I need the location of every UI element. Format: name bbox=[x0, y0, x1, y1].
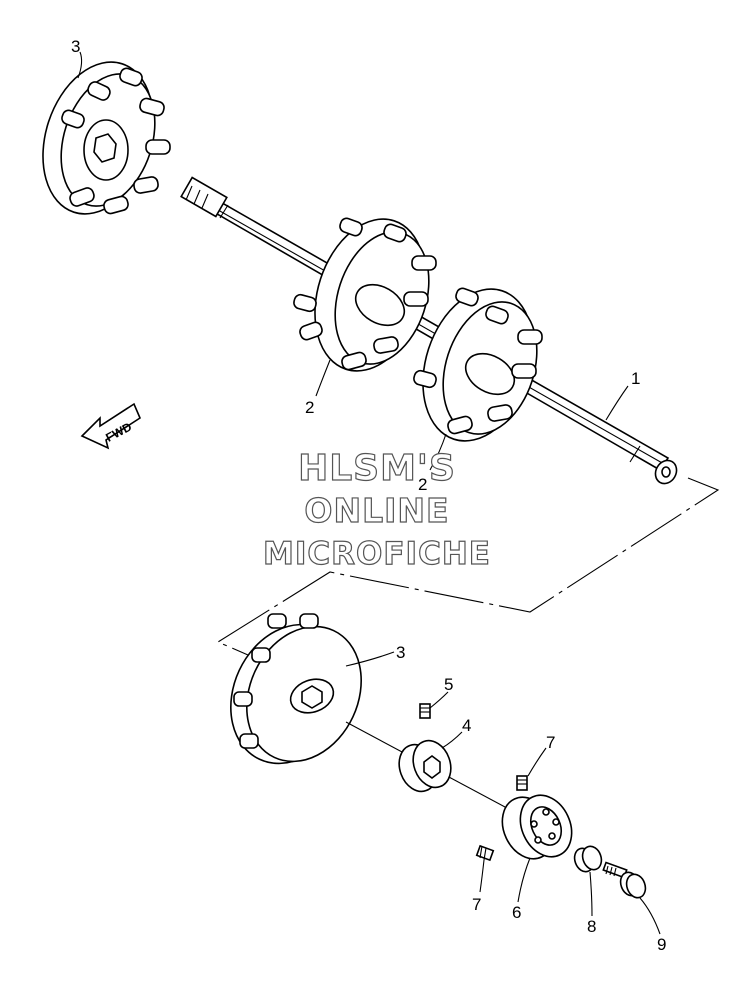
sprocket-wheel-lower bbox=[230, 613, 362, 765]
callout-5: 5 bbox=[444, 675, 453, 694]
nut bbox=[573, 845, 603, 873]
callout-2-right: 2 bbox=[418, 475, 427, 494]
callout-2-left: 2 bbox=[305, 398, 314, 417]
forward-direction-arrow: FWD bbox=[80, 402, 142, 450]
watermark: HLSM'S ONLINE MICROFICHE bbox=[262, 447, 491, 572]
assembly-envelope bbox=[216, 477, 720, 656]
set-screw-5 bbox=[419, 703, 431, 719]
callout-3-top: 3 bbox=[71, 37, 80, 56]
watermark-line-3: MICROFICHE bbox=[263, 536, 491, 572]
sprocket-wheel-top-left bbox=[42, 61, 171, 215]
watermark-line-2: ONLINE bbox=[304, 491, 449, 530]
set-screw-7-upper bbox=[516, 775, 528, 791]
callout-9: 9 bbox=[657, 935, 666, 954]
callout-6: 6 bbox=[512, 903, 521, 922]
callout-8: 8 bbox=[587, 917, 596, 936]
watermark-line-1: HLSM'S bbox=[298, 448, 456, 489]
callout-3-lower: 3 bbox=[396, 643, 405, 662]
callout-1: 1 bbox=[631, 369, 640, 388]
callout-7-upper: 7 bbox=[546, 733, 555, 752]
drive-shaft bbox=[180, 176, 678, 485]
sprocket-wheel-middle-b bbox=[413, 287, 543, 442]
bolt bbox=[602, 861, 647, 899]
sprocket-wheel-middle-a bbox=[293, 217, 437, 372]
callout-labels: 3 2 2 1 3 5 4 7 7 6 8 9 bbox=[71, 37, 666, 954]
leader-lines bbox=[77, 51, 661, 935]
callout-4: 4 bbox=[462, 716, 471, 735]
bearing bbox=[501, 794, 573, 860]
set-screw-7-lower bbox=[475, 844, 495, 862]
callout-7-lower: 7 bbox=[472, 895, 481, 914]
collar bbox=[398, 739, 452, 793]
